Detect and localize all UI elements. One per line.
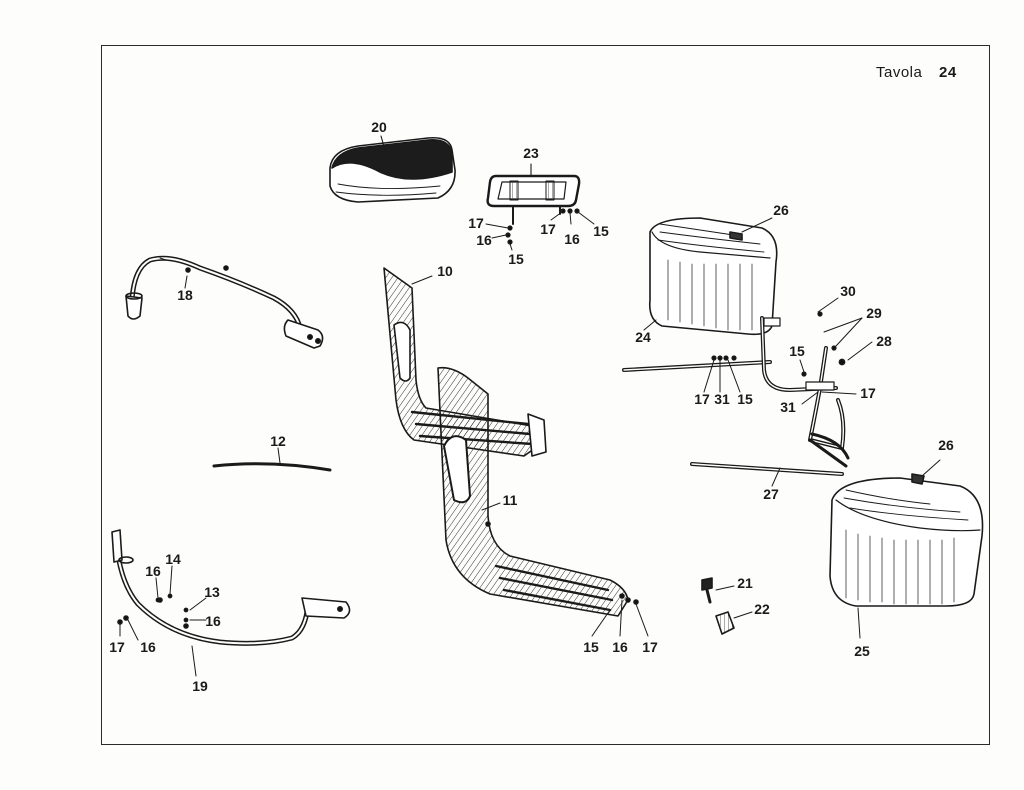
callout-label: 10 xyxy=(437,263,453,279)
part-20-seat xyxy=(329,135,456,203)
callout-label: 15 xyxy=(508,251,524,267)
part-11-footboard xyxy=(437,366,649,637)
callout-label: 17 xyxy=(540,221,556,237)
callout-label: 11 xyxy=(503,492,518,508)
callout-label: 14 xyxy=(165,551,181,567)
callout-label: 31 xyxy=(780,399,796,415)
callout-label: 16 xyxy=(612,639,628,655)
callout-label: 17 xyxy=(642,639,658,655)
callout-label: 16 xyxy=(145,563,161,579)
callout-label: 22 xyxy=(754,601,770,617)
callout-label: 15 xyxy=(583,639,599,655)
part-18-guard-bar xyxy=(125,255,324,349)
callout-label: 26 xyxy=(773,202,789,218)
callout-label: 17 xyxy=(468,215,484,231)
callout-label: 27 xyxy=(763,486,779,502)
part-21-bolt xyxy=(701,577,735,604)
callout-label: 17 xyxy=(109,639,125,655)
plate-title: Tavola 24 xyxy=(876,64,957,81)
callout-label: 16 xyxy=(205,613,221,629)
part-10-footboard xyxy=(383,267,547,457)
callout-label: 15 xyxy=(593,223,609,239)
callout-label: 19 xyxy=(192,678,208,694)
callout-label: 28 xyxy=(876,333,892,349)
callout-label: 31 xyxy=(714,391,730,407)
callout-label: 13 xyxy=(204,584,220,600)
plate-number: 24 xyxy=(939,64,957,81)
part-25-side-box xyxy=(829,459,984,639)
callout-label: 15 xyxy=(789,343,805,359)
callout-label: 16 xyxy=(476,232,492,248)
callout-label: 18 xyxy=(177,287,193,303)
part-12-trim-strip xyxy=(212,462,332,472)
callout-label: 29 xyxy=(866,305,882,321)
plate-frame xyxy=(101,45,990,745)
callout-label: 25 xyxy=(854,643,870,659)
callout-label: 16 xyxy=(140,639,156,655)
callout-labels: 20 23 17 16 17 16 15 15 26 10 18 24 30 2… xyxy=(109,119,954,694)
callout-label: 17 xyxy=(694,391,710,407)
part-19-guard-bar xyxy=(111,529,351,677)
callout-label: 30 xyxy=(840,283,856,299)
part-23-rack xyxy=(485,163,595,251)
callout-label: 26 xyxy=(938,437,954,453)
part-27-support-frame xyxy=(622,297,873,487)
part-24-side-box xyxy=(643,217,778,336)
callout-label: 20 xyxy=(371,119,387,135)
callout-label: 17 xyxy=(860,385,876,401)
callout-label: 21 xyxy=(737,575,753,591)
callout-label: 16 xyxy=(564,231,580,247)
callout-label: 12 xyxy=(270,433,286,449)
callout-label: 24 xyxy=(635,329,651,345)
plate-label: Tavola xyxy=(876,64,923,81)
part-22-plug xyxy=(715,611,753,635)
callout-label: 23 xyxy=(523,145,539,161)
callout-label: 15 xyxy=(737,391,753,407)
